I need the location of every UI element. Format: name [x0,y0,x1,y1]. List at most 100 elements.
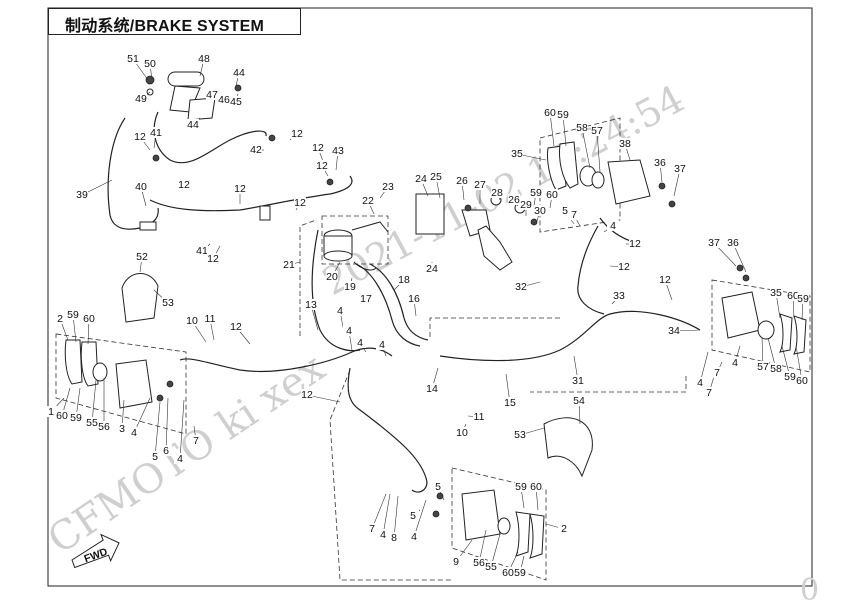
part-number-label: 33 [613,290,625,302]
part-number-label: 60 [787,290,799,302]
label-halo [485,561,497,572]
part-number-label: 4 [697,377,703,389]
part-number-label: 53 [162,297,174,309]
label-halo [127,53,139,64]
part-number-label: 46 [218,94,230,106]
label-halo [668,325,680,336]
front-right-caliper [539,117,676,233]
drawing-frame [47,7,813,587]
part-number-label: 4 [346,325,352,337]
label-halo [530,481,542,492]
part-number-label: 60 [796,375,808,387]
label-halo [45,406,57,417]
ref-dash-2 [429,317,560,340]
label-halo [456,427,468,438]
leader-line [393,495,399,539]
label-halo [659,274,671,285]
part-number-label: 10 [186,315,198,327]
label-halo [770,363,782,374]
label-halo [613,290,625,301]
label-halo [727,237,739,248]
part-number-label: 55 [485,561,497,573]
label-halo [230,321,242,332]
label-halo [607,220,619,231]
label-halo [629,238,641,249]
part-number-label: 12 [312,142,324,154]
label-halo [530,187,542,198]
label-halo [196,245,208,256]
part-number-label: 38 [619,138,631,150]
part-number-label: 12 [230,321,242,333]
part-number-label: 48 [198,53,210,65]
label-halo [515,481,527,492]
label-halo [388,532,400,543]
label-halo [305,299,317,310]
leader-line [549,112,555,147]
label-halo [144,58,156,69]
label-halo [250,144,262,155]
label-halo [576,122,588,133]
label-halo [572,375,584,386]
label-halo [174,453,186,464]
part-number-label: 12 [629,238,641,250]
part-number-label: 27 [474,179,486,191]
part-number-label: 60 [502,567,514,579]
part-number-label: 55 [86,417,98,429]
part-number-label: 26 [508,194,520,206]
parking-lever-assembly [145,71,242,121]
part-number-label: 49 [135,93,147,105]
label-halo [708,237,720,248]
part-number-label: 60 [56,410,68,422]
part-number-label: 24 [415,173,427,185]
part-number-label: 21 [283,259,295,271]
part-number-label: 40 [135,181,147,193]
part-number-label: 47 [206,89,218,101]
label-halo [619,138,631,149]
label-halo [343,325,355,336]
part-number-label: 5 [435,481,441,493]
label-halo [128,427,140,438]
label-halo [360,293,372,304]
part-number-label: 45 [230,96,242,108]
part-number-label: 5 [562,205,568,217]
label-halo [511,148,523,159]
part-number-label: 4 [337,305,343,317]
label-halo [312,142,324,153]
ref-dash-3 [329,369,452,581]
part-number-label: 53 [514,429,526,441]
ref-dash-4 [530,376,687,393]
part-number-label: 7 [706,387,712,399]
label-halo [230,96,242,107]
part-number-label: 6 [163,445,169,457]
label-halo [56,410,68,421]
part-number-label: 14 [426,383,438,395]
part-number-label: 57 [591,125,603,137]
label-halo [67,309,79,320]
label-halo [70,412,82,423]
leader-line [413,499,427,538]
part-number-label: 59 [784,371,796,383]
label-halo [408,531,420,542]
part-number-label: 7 [571,209,577,221]
part-number-label: 50 [144,58,156,70]
label-halo [376,339,388,350]
label-halo [787,290,799,301]
parking-cable-upper [153,111,267,164]
label-halo [797,293,809,304]
part-number-label: 36 [654,157,666,169]
label-halo [344,281,356,292]
label-halo [729,357,741,368]
reservoir-assembly [321,215,389,271]
label-halo [473,557,485,568]
label-halo [366,523,378,534]
part-number-label: 58 [576,122,588,134]
leader-line [382,493,391,536]
label-halo [377,529,389,540]
part-number-label: 56 [473,557,485,569]
label-halo [149,451,161,462]
label-halo [474,179,486,190]
label-halo [233,67,245,78]
label-halo [544,107,556,118]
